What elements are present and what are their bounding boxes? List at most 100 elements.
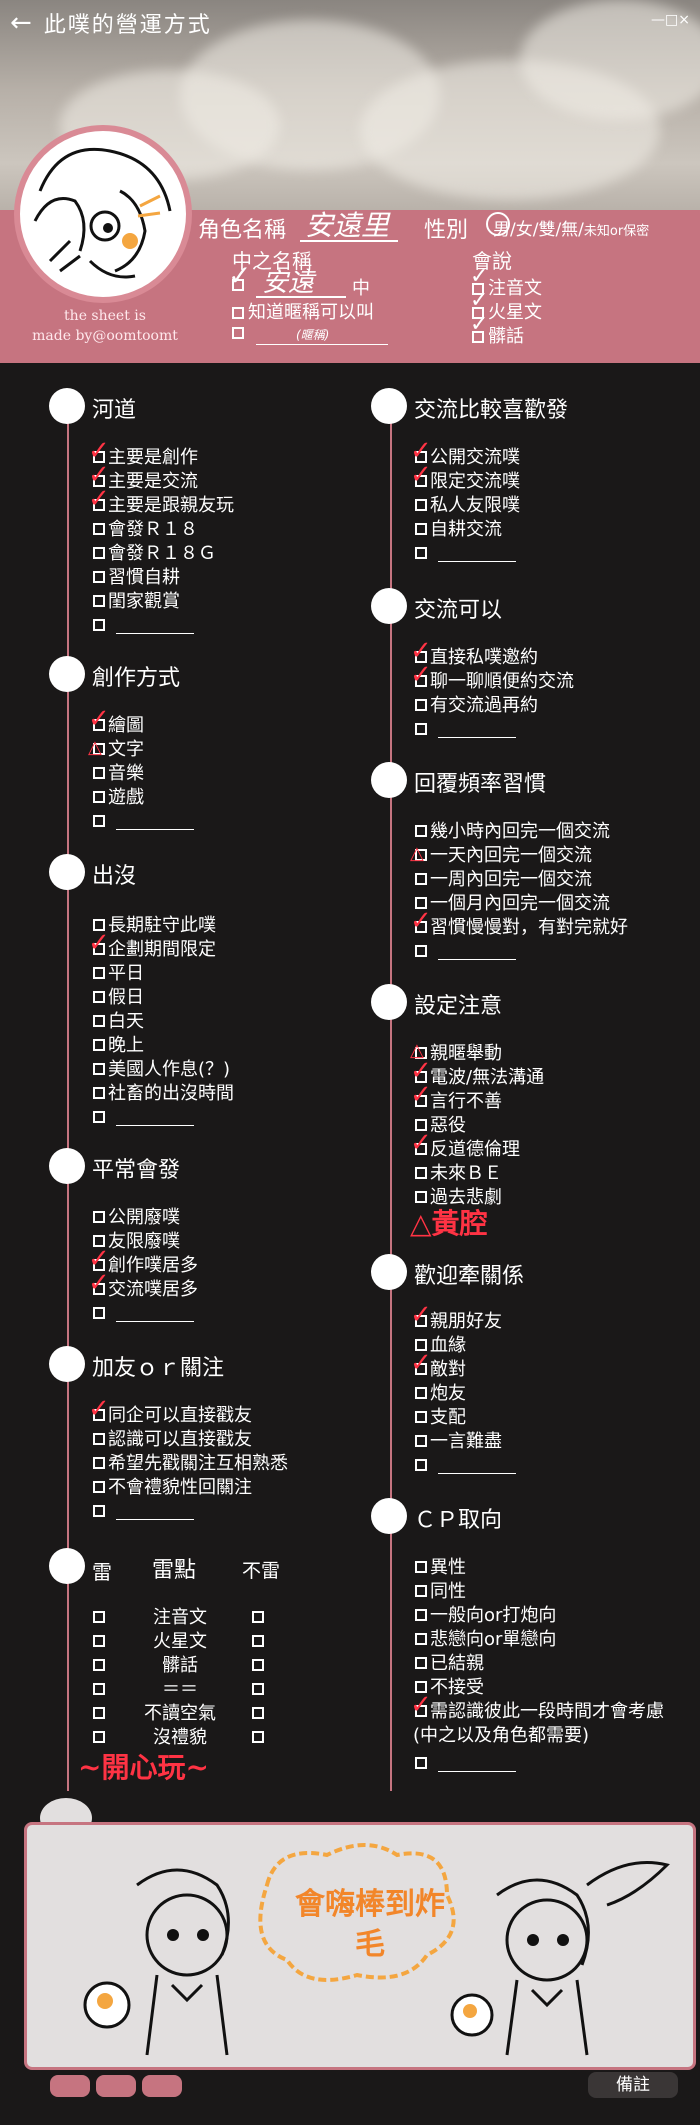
not-mine-checkbox[interactable] xyxy=(252,1654,267,1678)
option-river-1[interactable]: 主要是交流 xyxy=(93,470,198,494)
option-setting-2[interactable]: 言行不善 xyxy=(415,1090,502,1114)
mine-left-checkbox[interactable] xyxy=(93,1702,108,1726)
option-usual-blank[interactable] xyxy=(93,1302,194,1326)
option-appear-5[interactable]: 晚上 xyxy=(93,1034,144,1058)
option-create-1[interactable]: 文字 xyxy=(93,738,144,762)
option-ok-blank[interactable] xyxy=(415,718,516,742)
lang-option-1[interactable]: 火星文 xyxy=(472,298,542,324)
option-ok-0[interactable]: 直接私噗邀約 xyxy=(415,646,538,670)
lang-option-0[interactable]: 注音文 xyxy=(472,274,542,300)
option-appear-4[interactable]: 白天 xyxy=(93,1010,144,1034)
option-follow-2[interactable]: 希望先戳關注互相熟悉 xyxy=(93,1452,288,1476)
nick-custom-checkbox[interactable] xyxy=(232,327,244,339)
option-setting-4[interactable]: 反道德倫理 xyxy=(415,1138,520,1162)
option-setting-0[interactable]: 親暱舉動 xyxy=(415,1042,502,1066)
option-prefer-0[interactable]: 公開交流噗 xyxy=(415,446,520,470)
footer-tab-2[interactable] xyxy=(96,2075,136,2097)
lang-checkbox[interactable] xyxy=(472,331,484,343)
option-cp-6[interactable]: 需認識彼此一段時間才會考慮 xyxy=(415,1700,664,1724)
gender-options[interactable]: 男/女/雙/無/未知or保密 xyxy=(493,215,649,240)
option-reply-2[interactable]: 一周內回完一個交流 xyxy=(415,868,592,892)
option-cp-1[interactable]: 同性 xyxy=(415,1580,466,1604)
lang-option-2[interactable]: 髒話 xyxy=(472,322,524,348)
option-create-2[interactable]: 音樂 xyxy=(93,762,144,786)
option-setting-6[interactable]: 過去悲劇 xyxy=(415,1186,502,1210)
option-cp-blank[interactable] xyxy=(415,1752,516,1776)
option-river-5[interactable]: 習慣自耕 xyxy=(93,566,180,590)
option-prefer-2[interactable]: 私人友限噗 xyxy=(415,494,520,518)
option-appear-1[interactable]: 企劃期間限定 xyxy=(93,938,216,962)
option-prefer-3[interactable]: 自耕交流 xyxy=(415,518,502,542)
not-mine-checkbox[interactable] xyxy=(252,1606,267,1630)
option-create-3[interactable]: 遊戲 xyxy=(93,786,144,810)
option-reply-blank[interactable] xyxy=(415,940,516,964)
option-usual-3[interactable]: 交流噗居多 xyxy=(93,1278,198,1302)
memo-button[interactable]: 備註 xyxy=(588,2072,678,2098)
option-cp-5[interactable]: 不接受 xyxy=(415,1676,484,1700)
nick-option-know[interactable]: 知道暱稱可以叫 xyxy=(232,298,374,324)
option-welcome-5[interactable]: 一言難盡 xyxy=(415,1430,502,1454)
option-river-4[interactable]: 會發Ｒ１８Ｇ xyxy=(93,542,216,566)
option-create-blank[interactable] xyxy=(93,810,194,834)
option-cp-4[interactable]: 已結親 xyxy=(415,1652,484,1676)
option-prefer-1[interactable]: 限定交流噗 xyxy=(415,470,520,494)
option-setting-1[interactable]: 電波/無法溝通 xyxy=(415,1066,544,1090)
option-river-2[interactable]: 主要是跟親友玩 xyxy=(93,494,234,518)
option-usual-0[interactable]: 公開廢噗 xyxy=(93,1206,180,1230)
option-prefer-blank[interactable] xyxy=(415,542,516,566)
option-follow-1[interactable]: 認識可以直接戳友 xyxy=(93,1428,252,1452)
option-welcome-0[interactable]: 親朋好友 xyxy=(415,1310,502,1334)
option-river-blank[interactable] xyxy=(93,614,194,638)
option-appear-0[interactable]: 長期駐守此噗 xyxy=(93,914,216,938)
not-mine-checkbox[interactable] xyxy=(252,1726,267,1750)
option-setting-5[interactable]: 未來ＢＥ xyxy=(415,1162,502,1186)
mine-left-checkbox[interactable] xyxy=(93,1678,108,1702)
back-arrow-icon[interactable]: ← xyxy=(10,8,34,38)
mine-left-checkbox[interactable] xyxy=(93,1606,108,1630)
option-setting-3[interactable]: 惡役 xyxy=(415,1114,466,1138)
footer-tab-3[interactable] xyxy=(142,2075,182,2097)
option-usual-2[interactable]: 創作噗居多 xyxy=(93,1254,198,1278)
nick-option-custom[interactable] xyxy=(232,322,248,343)
option-follow-0[interactable]: 同企可以直接戳友 xyxy=(93,1404,252,1428)
option-river-3[interactable]: 會發Ｒ１８ xyxy=(93,518,198,542)
option-welcome-blank[interactable] xyxy=(415,1454,516,1478)
nick-option-name[interactable] xyxy=(232,274,248,295)
option-river-6[interactable]: 閨家觀賞 xyxy=(93,590,180,614)
option-reply-3[interactable]: 一個月內回完一個交流 xyxy=(415,892,610,916)
option-appear-blank[interactable] xyxy=(93,1106,194,1130)
footer-tab-1[interactable] xyxy=(50,2075,90,2097)
option-cp-3[interactable]: 悲戀向or單戀向 xyxy=(415,1628,556,1652)
option-cp-2[interactable]: 一般向or打炮向 xyxy=(415,1604,556,1628)
not-mine-checkbox[interactable] xyxy=(252,1702,267,1726)
window-controls-label[interactable]: —□× xyxy=(651,12,690,28)
option-appear-6[interactable]: 美國人作息(？) xyxy=(93,1058,230,1082)
lang-checkbox[interactable] xyxy=(472,283,484,295)
window-controls[interactable]: —□× xyxy=(651,12,690,28)
option-welcome-4[interactable]: 支配 xyxy=(415,1406,466,1430)
option-reply-1[interactable]: 一天內回完一個交流 xyxy=(415,844,592,868)
mine-left-checkbox[interactable] xyxy=(93,1726,108,1750)
option-follow-blank[interactable] xyxy=(93,1500,194,1524)
option-welcome-3[interactable]: 炮友 xyxy=(415,1382,466,1406)
option-follow-3[interactable]: 不會禮貌性回關注 xyxy=(93,1476,252,1500)
option-appear-7[interactable]: 社畜的出沒時間 xyxy=(93,1082,234,1106)
option-cp-0[interactable]: 異性 xyxy=(415,1556,466,1580)
mine-left-checkbox[interactable] xyxy=(93,1630,108,1654)
option-ok-2[interactable]: 有交流過再約 xyxy=(415,694,538,718)
nick-checkbox[interactable] xyxy=(232,279,244,291)
option-reply-4[interactable]: 習慣慢慢對，有對完就好 xyxy=(415,916,628,940)
option-reply-0[interactable]: 幾小時內回完一個交流 xyxy=(415,820,610,844)
option-appear-3[interactable]: 假日 xyxy=(93,986,144,1010)
option-welcome-1[interactable]: 血緣 xyxy=(415,1334,466,1358)
nick-know-checkbox[interactable] xyxy=(232,307,244,319)
not-mine-checkbox[interactable] xyxy=(252,1630,267,1654)
option-usual-1[interactable]: 友限廢噗 xyxy=(93,1230,180,1254)
option-welcome-2[interactable]: 敵對 xyxy=(415,1358,466,1382)
option-river-0[interactable]: 主要是創作 xyxy=(93,446,198,470)
option-appear-2[interactable]: 平日 xyxy=(93,962,144,986)
option-ok-1[interactable]: 聊一聊順便約交流 xyxy=(415,670,574,694)
option-create-0[interactable]: 繪圖 xyxy=(93,714,144,738)
mine-left-checkbox[interactable] xyxy=(93,1654,108,1678)
not-mine-checkbox[interactable] xyxy=(252,1678,267,1702)
